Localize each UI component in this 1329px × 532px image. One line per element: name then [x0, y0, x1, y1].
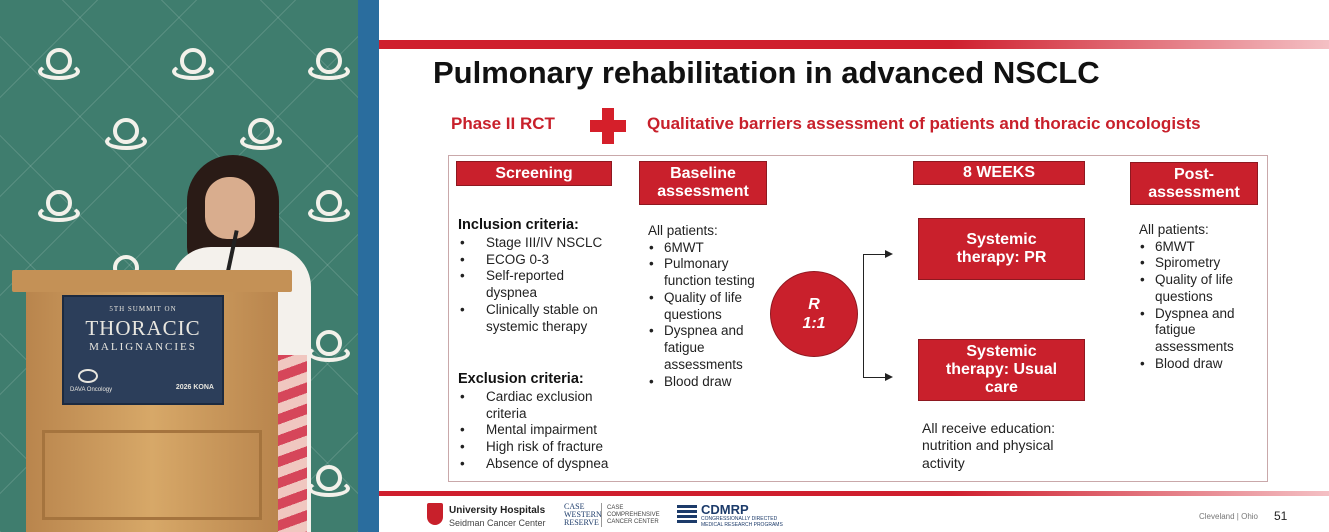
backdrop-logo-icon	[172, 48, 214, 80]
study-addon: Qualitative barriers assessment of patie…	[647, 114, 1201, 133]
education-note: All receive education: nutrition and phy…	[922, 420, 1056, 471]
speaker-video: 5TH SUMMIT ON THORACIC MALIGNANCIES DAVA…	[0, 0, 358, 532]
slide-title: Pulmonary rehabilitation in advanced NSC…	[433, 55, 1100, 90]
baseline-block: All patients: 6MWTPulmonary function tes…	[648, 223, 755, 390]
baseline-item: Pulmonary function testing	[648, 256, 755, 289]
uh-name: University Hospitals	[449, 505, 546, 516]
sign-sponsor: DAVA Oncology	[70, 387, 113, 393]
uh-logo-icon	[427, 503, 443, 525]
inclusion-item: ECOG 0-3	[458, 252, 602, 269]
speaker-face	[205, 177, 255, 239]
backdrop-logo-icon	[308, 48, 350, 80]
sign-line-1: 5TH SUMMIT ON	[109, 305, 177, 313]
post-item: Quality of life questions	[1139, 272, 1235, 305]
cdmrp-name: CDMRP	[701, 502, 749, 517]
podium-top	[12, 270, 292, 292]
randomization-circle: R 1:1	[770, 271, 858, 357]
baseline-item: Quality of life questions	[648, 290, 755, 323]
sign-line-2: THORACIC	[85, 316, 201, 340]
exclusion-item: Absence of dyspnea	[458, 456, 608, 473]
arm-usual-care-box: Systemic therapy: Usual care	[918, 339, 1085, 401]
slide-bottom-bar	[379, 491, 1329, 496]
baseline-intro: All patients:	[648, 223, 718, 238]
slide-top-bar	[379, 40, 1329, 49]
cdmrp-subtitle: CONGRESSIONALLY DIRECTED MEDICAL RESEARC…	[701, 516, 783, 528]
inclusion-list: Stage III/IV NSCLCECOG 0-3Self-reported …	[458, 235, 602, 335]
exclusion-item: High risk of fracture	[458, 439, 608, 456]
case-western-logo: CASE WESTERN RESERVE	[564, 502, 602, 527]
sign-line-3: MALIGNANCIES	[89, 341, 197, 353]
video-divider	[358, 0, 379, 532]
backdrop-logo-icon	[308, 190, 350, 222]
exclusion-list: Cardiac exclusion criteriaMental impairm…	[458, 389, 608, 473]
baseline-item: Blood draw	[648, 374, 755, 391]
screening-header: Screening	[456, 161, 612, 186]
inclusion-title: Inclusion criteria:	[458, 217, 579, 233]
post-item: 6MWT	[1139, 239, 1235, 256]
arrow-right-icon	[885, 250, 893, 258]
sponsor-logo-icon	[78, 369, 98, 383]
baseline-header: Baseline assessment	[639, 161, 767, 205]
backdrop-logo-icon	[38, 48, 80, 80]
inclusion-item: Clinically stable on systemic therapy	[458, 302, 602, 335]
uh-center: Seidman Cancer Center	[449, 518, 546, 528]
post-item: Dyspnea and fatigue assessments	[1139, 306, 1235, 356]
branch-connector	[863, 254, 864, 378]
branch-lower	[863, 377, 887, 378]
post-header: Post- assessment	[1130, 162, 1258, 205]
presentation-slide: Pulmonary rehabilitation in advanced NSC…	[379, 0, 1329, 532]
post-item: Spirometry	[1139, 255, 1235, 272]
sign-event: 2026 KONA	[175, 384, 214, 391]
plus-icon	[590, 108, 626, 144]
location: Cleveland | Ohio	[1199, 512, 1258, 521]
exclusion-title: Exclusion criteria:	[458, 371, 584, 387]
post-item: Blood draw	[1139, 356, 1235, 373]
post-list: 6MWTSpirometryQuality of life questionsD…	[1139, 239, 1235, 373]
inclusion-block: Inclusion criteria: Stage III/IV NSCLCEC…	[458, 217, 602, 335]
branch-upper	[863, 254, 887, 255]
study-type: Phase II RCT	[451, 114, 555, 133]
study-design-frame	[448, 155, 1268, 482]
backdrop-logo-icon	[240, 118, 282, 150]
backdrop-logo-icon	[38, 190, 80, 222]
exclusion-item: Cardiac exclusion criteria	[458, 389, 608, 422]
cdmrp-logo-icon	[677, 505, 697, 525]
post-block: All patients: 6MWTSpirometryQuality of l…	[1139, 222, 1235, 373]
podium-sign: 5TH SUMMIT ON THORACIC MALIGNANCIES DAVA…	[62, 295, 224, 405]
exclusion-item: Mental impairment	[458, 422, 608, 439]
baseline-item: Dyspnea and fatigue assessments	[648, 323, 755, 373]
case-cancer-center: CASE COMPREHENSIVE CANCER CENTER	[607, 505, 660, 526]
baseline-list: 6MWTPulmonary function testingQuality of…	[648, 240, 755, 391]
exclusion-block: Exclusion criteria: Cardiac exclusion cr…	[458, 371, 608, 473]
inclusion-item: Stage III/IV NSCLC	[458, 235, 602, 252]
post-intro: All patients:	[1139, 222, 1209, 237]
baseline-item: 6MWT	[648, 240, 755, 257]
inclusion-item: Self-reported dyspnea	[458, 268, 602, 301]
arm-pr-box: Systemic therapy: PR	[918, 218, 1085, 280]
weeks-header: 8 WEEKS	[913, 161, 1085, 185]
arrow-right-icon	[885, 373, 893, 381]
podium-panel	[42, 430, 262, 520]
slide-number: 51	[1274, 509, 1288, 523]
logo-divider	[601, 503, 602, 527]
backdrop-logo-icon	[105, 118, 147, 150]
